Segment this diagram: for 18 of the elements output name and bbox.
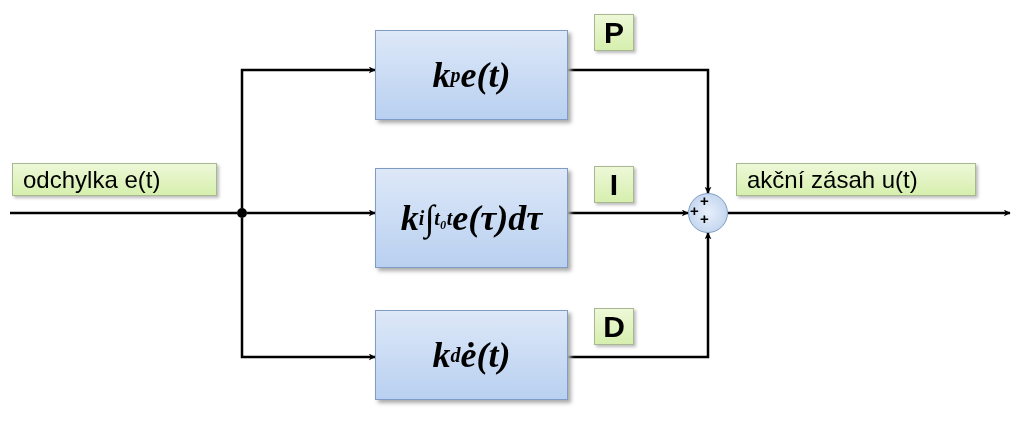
label-box: P (594, 14, 634, 51)
arrow (240, 66, 376, 208)
arrow (728, 209, 1011, 217)
arrow (568, 209, 689, 217)
label-box: I (594, 166, 634, 203)
arrow (568, 68, 712, 194)
label-box: D (594, 308, 634, 345)
summing-circle (688, 193, 728, 233)
label-box: akční zásah u(t) (736, 163, 976, 196)
plus-sign: + (700, 193, 709, 208)
arrow (240, 218, 376, 361)
arrow (247, 209, 376, 217)
line (10, 211, 237, 215)
junction-dot (237, 208, 247, 218)
label-box: odchylka e(t) (12, 163, 217, 196)
plus-sign: + (700, 211, 709, 226)
arrow (568, 232, 712, 359)
plus-sign: + (690, 203, 699, 218)
